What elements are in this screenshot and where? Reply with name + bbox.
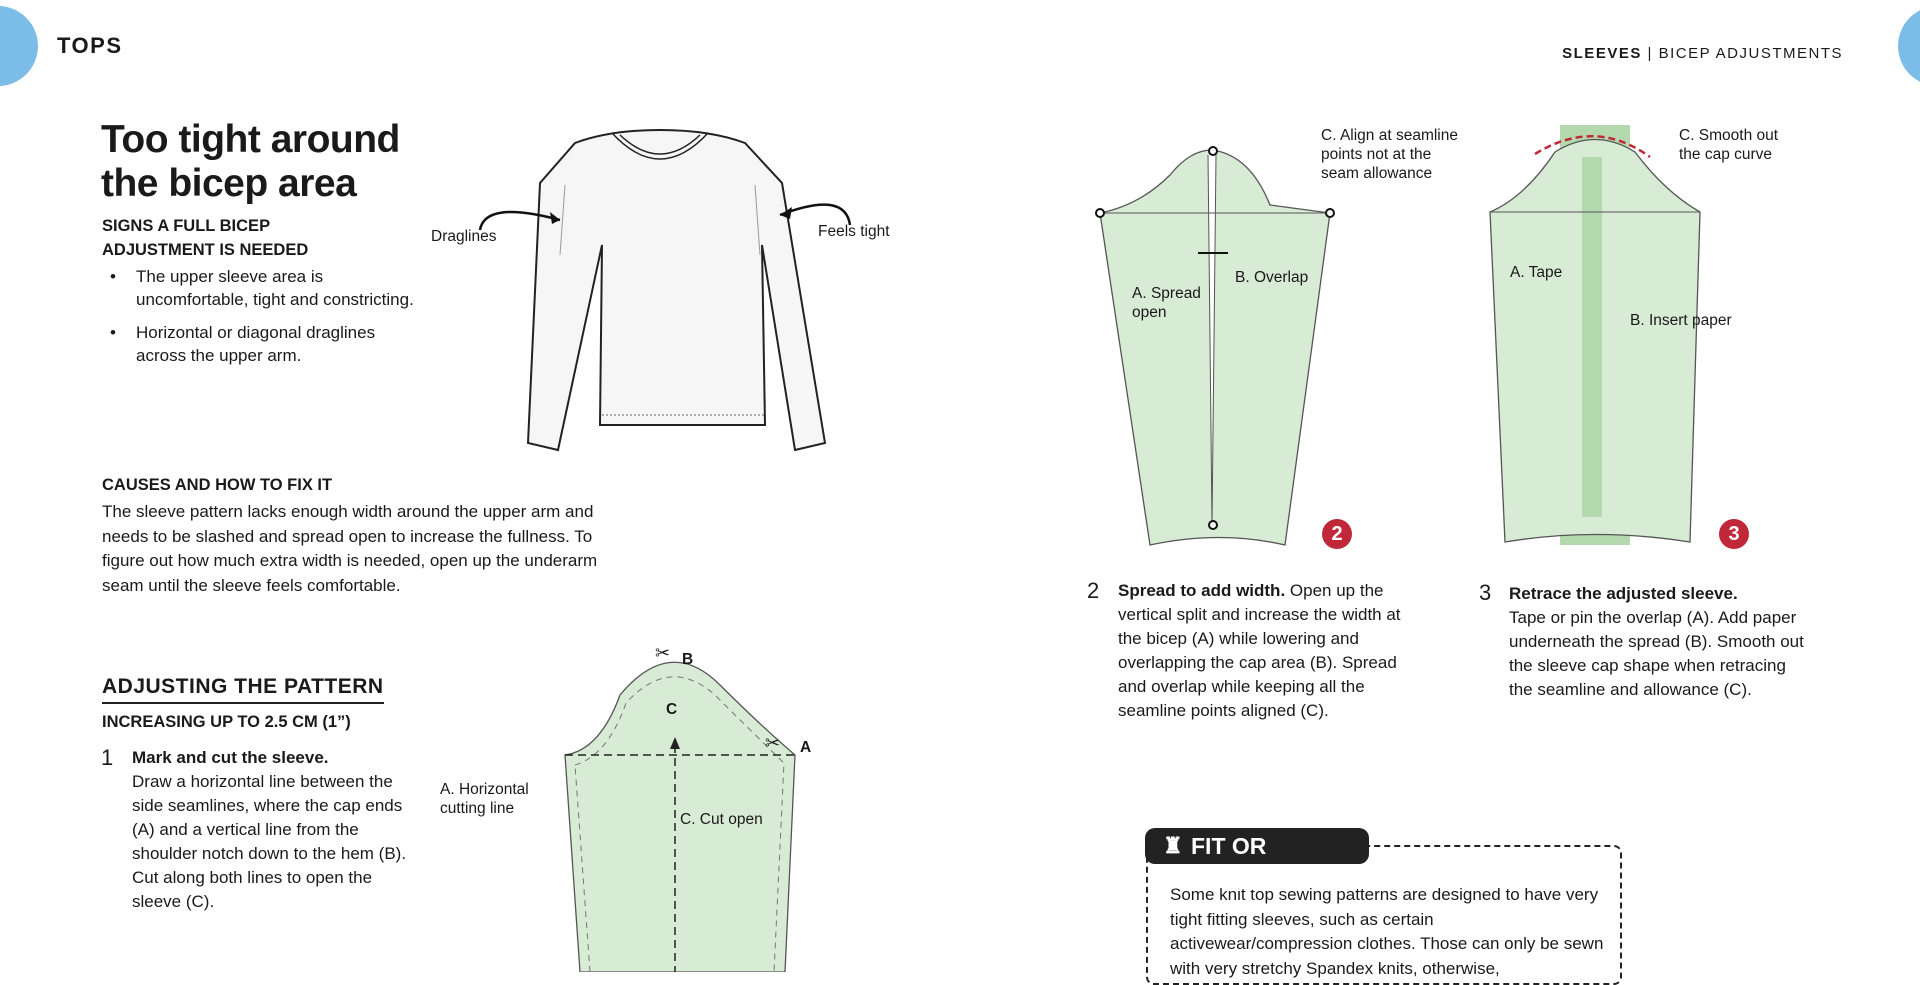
label-a: A — [800, 739, 812, 756]
step-number: 3 — [1479, 580, 1492, 605]
smooth-label: C. Smooth out the cap curve — [1679, 127, 1779, 163]
step-title: Mark and cut the sleeve. — [132, 748, 329, 767]
header-bold: SLEEVES — [1562, 45, 1642, 62]
step-title: Spread to add width. — [1118, 581, 1286, 600]
label-b: B — [682, 651, 694, 668]
adjusting-heading: ADJUSTING THE PATTERN — [102, 675, 384, 704]
adjusting-subheading: INCREASING UP TO 2.5 CM (1”) — [102, 713, 351, 731]
step-number: 1 — [101, 745, 114, 770]
scissors-icon: ✂ — [765, 733, 781, 753]
step-number: 2 — [1087, 578, 1100, 603]
shirt-illustration — [526, 128, 827, 452]
scissors-icon: ✂ — [655, 643, 671, 663]
chapter-tab-right — [1898, 6, 1920, 86]
header-sub: BICEP ADJUSTMENTS — [1658, 45, 1843, 62]
fit-box-title: ♜ FIT OR FABRIC? — [1145, 828, 1369, 895]
step-badge: 2 — [1322, 519, 1352, 549]
draglines-label: Draglines — [431, 228, 497, 245]
step-text: Retrace the adjusted sleeve. Tape or pin … — [1509, 582, 1809, 702]
step-body: Draw a horizontal line between the side … — [132, 772, 407, 911]
step-text: Spread to add width. Open up the vertica… — [1118, 579, 1418, 723]
list-item: Horizontal or diagonal draglines across … — [102, 321, 422, 367]
insert-paper-label: B. Insert paper — [1630, 312, 1732, 329]
page-title: Too tight around the bicep area — [101, 118, 400, 205]
step-body: Tape or pin the overlap (A). Add paper u… — [1509, 608, 1804, 699]
sleeve-diagram-spread — [1095, 146, 1335, 546]
causes-text: The sleeve pattern lacks enough width ar… — [102, 502, 598, 595]
horizontal-line-label: A. Horizontal cutting line — [440, 781, 529, 817]
signs-list: The upper sleeve area is uncomfortable, … — [102, 265, 422, 377]
overlap-label: B. Overlap — [1235, 269, 1309, 286]
header-sep: | — [1641, 45, 1659, 62]
align-label: C. Align at seamline points not at the s… — [1321, 127, 1458, 182]
step-badge: 3 — [1719, 519, 1749, 549]
step-title: Retrace the adjusted sleeve. — [1509, 584, 1738, 603]
arrow-icon — [779, 203, 852, 226]
running-header: SLEEVES | BICEP ADJUSTMENTS — [1562, 45, 1843, 62]
feels-tight-label: Feels tight — [818, 223, 890, 240]
step-body: Open up the vertical split and increase … — [1118, 581, 1401, 720]
tape-label: A. Tape — [1510, 264, 1563, 281]
sleeve-diagram-retrace — [1489, 125, 1701, 545]
signs-heading: SIGNS A FULL BICEP ADJUSTMENT IS NEEDED — [102, 217, 309, 259]
fit-box-title-text: FIT OR FABRIC? — [1191, 833, 1291, 895]
chapter-tab-left — [0, 6, 38, 86]
section-title: TOPS — [57, 33, 123, 58]
sleeve-diagram-cut — [564, 661, 796, 972]
arrow-icon — [478, 210, 561, 231]
causes-heading: CAUSES AND HOW TO FIX IT — [102, 476, 333, 494]
label-c: C — [666, 701, 678, 718]
list-item: The upper sleeve area is uncomfortable, … — [102, 265, 422, 311]
dress-form-icon: ♜ — [1163, 833, 1183, 858]
step-text: Mark and cut the sleeve. Draw a horizonta… — [132, 746, 412, 914]
spread-label: A. Spread open — [1132, 285, 1201, 321]
cut-open-label: C. Cut open — [680, 811, 763, 828]
